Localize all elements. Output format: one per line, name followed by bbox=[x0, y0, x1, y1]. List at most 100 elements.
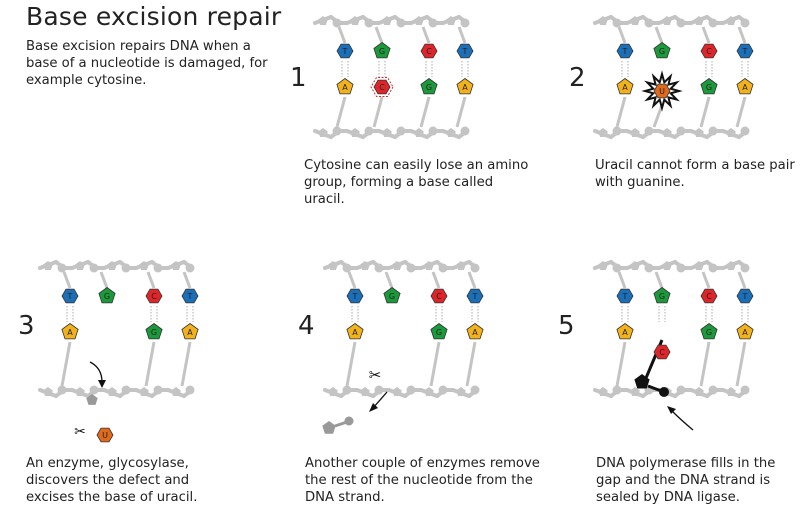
base-stalk bbox=[735, 341, 747, 387]
svg-text:A: A bbox=[462, 83, 468, 92]
phosphate-dot bbox=[612, 263, 622, 273]
svg-text:C: C bbox=[151, 292, 157, 301]
step-caption-1: Cytosine can easily lose an amino group,… bbox=[304, 158, 529, 207]
phosphate-dot bbox=[89, 385, 99, 395]
new-phosphate bbox=[659, 387, 669, 397]
damage-outline bbox=[370, 77, 394, 97]
sugar-shape bbox=[360, 261, 370, 270]
sugar-shape bbox=[75, 261, 85, 270]
step-number-5: 5 bbox=[558, 311, 575, 341]
base-top-c: C bbox=[700, 43, 718, 59]
sugar-shape bbox=[43, 387, 53, 396]
base-top-c: C bbox=[430, 288, 448, 304]
phosphate-dot bbox=[470, 263, 480, 273]
intro-text: Base excision repairs DNA when a base of… bbox=[26, 39, 268, 88]
sugar-shape bbox=[414, 16, 424, 25]
sugar-shape bbox=[107, 261, 117, 270]
sugar-shape bbox=[630, 387, 640, 396]
new-sugar bbox=[634, 374, 650, 389]
scissors-icon: ✂ bbox=[369, 366, 382, 384]
base-top-c: C bbox=[700, 288, 718, 304]
base-top-t: T bbox=[61, 288, 79, 304]
phosphate-dot bbox=[121, 263, 131, 273]
svg-text:A: A bbox=[742, 328, 748, 337]
sugar-shape bbox=[328, 387, 338, 396]
sugar-shape bbox=[598, 16, 608, 25]
base-stalk bbox=[180, 341, 192, 387]
base-stalk bbox=[372, 96, 384, 128]
base-stalk bbox=[467, 271, 477, 289]
base-stalk bbox=[701, 271, 711, 289]
scissors-icon: ✂ bbox=[74, 424, 86, 440]
base-stalk bbox=[429, 341, 441, 387]
phosphate-dot bbox=[644, 263, 654, 273]
phosphate-dot bbox=[153, 385, 163, 395]
removed-nucleotide bbox=[322, 421, 336, 434]
base-bottom-a: A bbox=[181, 323, 199, 340]
sugar-shape bbox=[456, 387, 466, 396]
svg-text:A: A bbox=[622, 328, 628, 337]
base-top-t: T bbox=[466, 288, 484, 304]
base-bottom-a: A bbox=[616, 323, 634, 340]
base-bottom-g: G bbox=[420, 78, 438, 95]
sugar-shape bbox=[446, 16, 456, 25]
phosphate-dot bbox=[332, 18, 342, 28]
sugar-shape bbox=[630, 261, 640, 270]
base-top-g: G bbox=[98, 287, 116, 304]
base-stalk bbox=[654, 26, 664, 44]
dna-upper-strand bbox=[593, 260, 750, 289]
step-caption-3: An enzyme, glycosylase, discovers the de… bbox=[26, 456, 198, 505]
dna-lower-strand bbox=[593, 341, 750, 398]
sugar-shape bbox=[43, 261, 53, 270]
svg-text:A: A bbox=[342, 83, 348, 92]
svg-text:C: C bbox=[426, 47, 432, 56]
dna-lower-strand bbox=[593, 96, 750, 139]
base-top-c: C bbox=[145, 288, 163, 304]
svg-text:G: G bbox=[659, 292, 665, 301]
base-stalk bbox=[62, 271, 72, 289]
base-bottom-a: A bbox=[616, 78, 634, 95]
base-bottom-g: G bbox=[430, 323, 448, 340]
base-bottom-a: A bbox=[466, 323, 484, 340]
phosphate-dot bbox=[428, 126, 438, 136]
phosphate-dot bbox=[740, 385, 750, 395]
phosphate-dot bbox=[332, 126, 342, 136]
step-number-1: 1 bbox=[290, 63, 307, 93]
base-top-t: T bbox=[336, 43, 354, 59]
sugar-shape bbox=[598, 387, 608, 396]
base-top-t: T bbox=[181, 288, 199, 304]
svg-text:C: C bbox=[659, 348, 665, 357]
dna-lower-strand bbox=[322, 341, 480, 434]
base-stalk bbox=[465, 341, 477, 387]
step-number-4: 4 bbox=[298, 311, 315, 341]
svg-text:G: G bbox=[104, 292, 110, 301]
step-number-3: 3 bbox=[18, 311, 35, 341]
phosphate-dot bbox=[57, 385, 67, 395]
base-stalk bbox=[347, 271, 357, 289]
phosphate-dot bbox=[57, 263, 67, 273]
sugar-shape bbox=[726, 16, 736, 25]
sugar-shape bbox=[318, 128, 328, 137]
svg-text:G: G bbox=[151, 328, 157, 337]
base-top-g: G bbox=[383, 287, 401, 304]
base-stalk bbox=[431, 271, 441, 289]
base-bottom-a: A bbox=[61, 323, 79, 340]
base-cytosine-new: C bbox=[653, 344, 671, 360]
dna-upper-strand bbox=[593, 15, 750, 44]
svg-text:C: C bbox=[706, 47, 712, 56]
phosphate-dot bbox=[676, 18, 686, 28]
base-stalk bbox=[617, 26, 627, 44]
sugar-shape bbox=[360, 387, 370, 396]
sugar-shape bbox=[424, 261, 434, 270]
svg-text:C: C bbox=[706, 292, 712, 301]
base-top-t: T bbox=[346, 288, 364, 304]
base-top-g: G bbox=[373, 42, 391, 59]
phosphate-dot bbox=[676, 263, 686, 273]
arrow-icon bbox=[372, 391, 388, 409]
step-caption-4: Another couple of enzymes remove the res… bbox=[305, 456, 540, 505]
sugar-shape bbox=[382, 16, 392, 25]
